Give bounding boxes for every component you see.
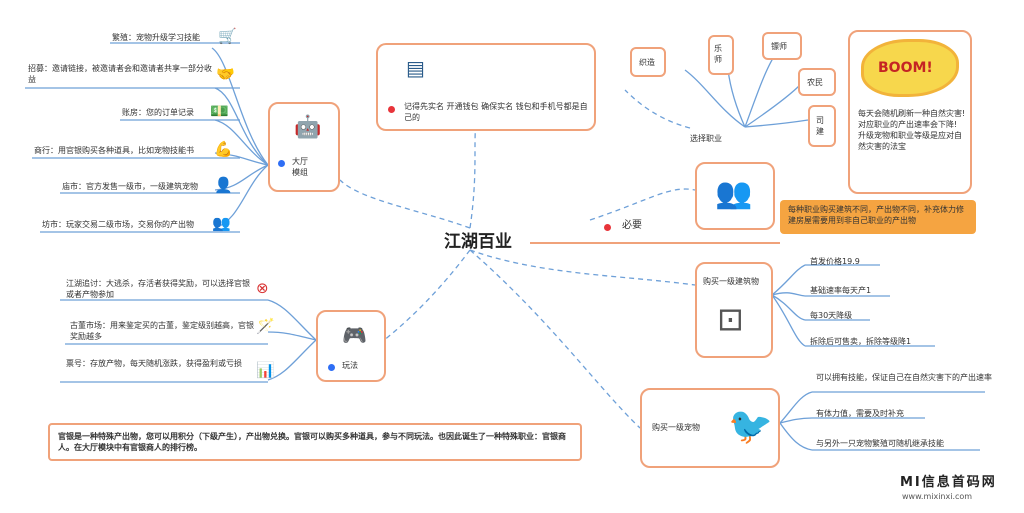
- cart-icon: 🛒: [218, 27, 237, 45]
- hall-module-box: 🤖 大厅 模组: [268, 102, 340, 192]
- gamepad-icon: 🎮: [342, 323, 367, 347]
- pet-item-1: 可以拥有技能，保证自己在自然灾害下的产出速率: [816, 373, 992, 382]
- magic-wand-icon: 🪄: [256, 317, 275, 335]
- play-item-3: 票号：存放产物，每天随机涨跌，获得盈利或亏损: [66, 359, 242, 368]
- job-box-5: 司建: [808, 105, 836, 147]
- disaster-text: 每天会随机刷新一种自然灾害! 对应职业的产出速率会下降! 升级宠物和职业等级是应…: [858, 109, 966, 151]
- people-icon: 👥: [212, 214, 231, 232]
- hall-item-4: 商行：用官银购买各种道具，比如宠物技能书: [34, 146, 194, 155]
- boom-word: BOOM!: [878, 60, 933, 76]
- wallet-box: ▤ 记得先实名 开通钱包 确保实名 钱包和手机号都是自己的: [376, 43, 596, 131]
- job-label-3: 镖师: [771, 42, 787, 51]
- explosion-icon: BOOM!: [864, 42, 956, 94]
- must-note-text: 每种职业购买建筑不同，产出物不同，补充体力修建房屋需要用到非自己职业的产出物: [788, 205, 964, 225]
- job-box-4: 农民: [798, 68, 836, 96]
- chart-icon: 📊: [256, 361, 275, 379]
- building-item-3: 每30天降级: [810, 311, 853, 320]
- building-box: 购买一级建筑物 ⊡: [695, 262, 773, 358]
- money-icon: 💵: [210, 102, 229, 120]
- hall-dot: [278, 160, 285, 167]
- job-label-2: 乐师: [714, 44, 722, 64]
- wallet-text: 记得先实名 开通钱包 确保实名 钱包和手机号都是自己的: [404, 102, 588, 122]
- must-dot: [604, 224, 611, 231]
- building-item-2: 基础速率每天产1: [810, 286, 872, 295]
- pet-label: 购买一级宠物: [652, 423, 700, 432]
- window-icon: ▤: [406, 56, 425, 80]
- silver-note-box: 官银是一种特殊产出物，您可以用积分（下级产生），产出物兑换。官银可以购买多种道具…: [48, 423, 582, 461]
- center-title: 江湖百业: [444, 232, 512, 252]
- cancel-icon: ⊗: [256, 279, 269, 297]
- must-label: 必要: [622, 220, 642, 231]
- play-dot: [328, 364, 335, 371]
- job-box-3: 镖师: [762, 32, 802, 60]
- play-item-2: 古董市场：用来鉴定买的古董，鉴定级别越高，官银奖励越多: [70, 321, 254, 341]
- building-label: 购买一级建筑物: [703, 277, 759, 286]
- bird-icon: 🐦: [728, 406, 773, 447]
- hall-item-3: 账房：您的订单记录: [122, 108, 194, 117]
- disaster-box: BOOM! 每天会随机刷新一种自然灾害! 对应职业的产出速率会下降! 升级宠物和…: [848, 30, 972, 194]
- job-label-4: 农民: [807, 78, 823, 87]
- job-label-1: 织造: [639, 58, 655, 67]
- pet-box: 购买一级宠物 🐦: [640, 388, 780, 468]
- hall-module-label: 大厅 模组: [292, 157, 308, 177]
- hall-item-2: 招募：邀请链接，被邀请者会和邀请者共享一部分收益: [28, 64, 212, 84]
- play-item-1: 江湖追讨：大逃杀，存活者获得奖励，可以选择官银或者产物参加: [66, 279, 250, 299]
- hall-item-1: 繁殖：宠物升级学习技能: [112, 33, 200, 42]
- play-box: 🎮 玩法: [316, 310, 386, 382]
- washer-icon: ⊡: [717, 300, 744, 338]
- flexed-arm-icon: 💪: [214, 140, 233, 158]
- hall-item-6: 坊市：玩家交易二级市场，交易你的产出物: [42, 220, 194, 229]
- job-box-1: 织造: [630, 47, 666, 77]
- play-label: 玩法: [342, 361, 358, 370]
- hall-item-5: 庙市：官方发售一级市，一级建筑宠物: [62, 182, 198, 191]
- handshake-icon: 🤝: [216, 65, 235, 83]
- building-item-4: 拆除后可售卖，拆除等级降1: [810, 337, 912, 346]
- watermark-url: www.mixinxi.com: [902, 492, 973, 501]
- career-label: 选择职业: [690, 134, 722, 143]
- watermark-title: MI信息首码网: [900, 475, 997, 490]
- job-label-5: 司建: [816, 116, 824, 136]
- silver-note-text: 官银是一种特殊产出物，您可以用积分（下级产生），产出物兑换。官银可以购买多种道具…: [58, 432, 566, 452]
- meeting-box: 👥: [695, 162, 775, 230]
- pet-item-2: 有体力值，需要及时补充: [816, 409, 904, 418]
- meeting-icon: 👥: [715, 176, 753, 211]
- job-box-2: 乐师: [708, 35, 734, 75]
- wallet-dot: [388, 106, 395, 113]
- robot-icon: 🤖: [294, 115, 322, 140]
- person-icon: 👤: [214, 176, 233, 194]
- pet-item-3: 与另外一只宠物繁殖可随机继承技能: [816, 439, 944, 448]
- building-item-1: 首发价格19.9: [810, 257, 860, 266]
- must-note: 每种职业购买建筑不同，产出物不同，补充体力修建房屋需要用到非自己职业的产出物: [780, 200, 976, 234]
